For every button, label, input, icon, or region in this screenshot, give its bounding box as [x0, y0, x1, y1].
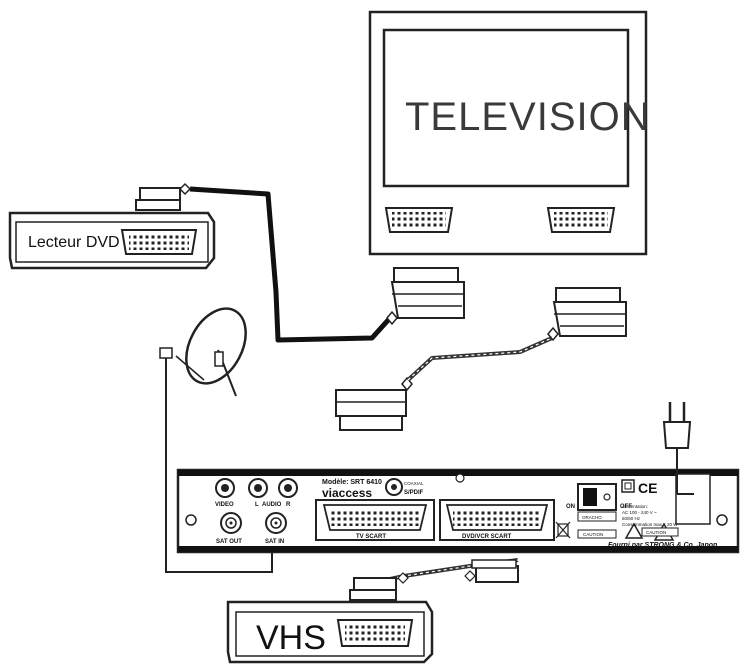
- audio-r-rca-jack: [278, 478, 298, 498]
- caution-label-2: CAUTION: [646, 530, 666, 535]
- dish-to-receiver-cable: [159, 347, 273, 573]
- television-label: TELEVISION: [405, 95, 651, 139]
- receiver-tv-scart-plug: [335, 376, 413, 431]
- brand-label: viaccess: [322, 486, 372, 500]
- vhs-recorder: VHS: [226, 600, 434, 664]
- tv-left-scart-plug: [386, 267, 465, 326]
- dvd-vcr-scart-socket: DVD/VCR SCART: [439, 499, 555, 541]
- tv-scart-socket-left: [384, 207, 454, 233]
- dvd-player-label: Lecteur DVD: [28, 234, 120, 251]
- sat-out-label: SAT OUT: [216, 539, 242, 545]
- model-label: Modèle: SRT 6410: [322, 479, 382, 486]
- coaxial-spdif-connector: [385, 478, 403, 496]
- coaxial-label: COAXIAL: [404, 481, 424, 486]
- video-rca-jack: [215, 478, 235, 498]
- power-plug-icon: [662, 402, 694, 495]
- satellite-dish-icon: [175, 307, 247, 397]
- receiver-to-tv-cable: [406, 336, 553, 382]
- sat-in-connector: [265, 512, 287, 534]
- switch-off-label: OFF: [620, 504, 632, 510]
- sat-out-connector: [220, 512, 242, 534]
- power-label-2: AC 100 - 240 V ~: [622, 510, 657, 515]
- audio-label: AUDIO: [262, 502, 282, 508]
- audio-r-label: R: [286, 502, 291, 508]
- tv-right-scart-plug: [547, 287, 627, 342]
- audio-l-label: L: [255, 502, 259, 508]
- receiver-rear-panel: VIDEO L AUDIO R SAT OUT SAT IN Modèle: S…: [176, 468, 740, 554]
- vhs-label: VHS: [256, 619, 326, 657]
- dvd-vcr-scart-label: DVD/VCR SCART: [462, 534, 512, 540]
- spdif-label: S/PDIF: [404, 490, 424, 496]
- television: TELEVISION: [368, 10, 651, 256]
- dvd-to-tv-cable: [189, 186, 392, 343]
- oracho-label: ORACHO: [582, 515, 602, 520]
- power-label-4: Consommation max. : 20 W: [622, 522, 678, 527]
- footer-label: Fourni par STRONG & Co, Japon: [608, 542, 717, 549]
- vhs-scart-socket: [336, 619, 414, 647]
- video-label: VIDEO: [215, 502, 234, 508]
- caution-label-1: CAUTION: [583, 532, 603, 537]
- dvd-scart-socket: [120, 229, 198, 255]
- dvd-scart-plug: [135, 182, 192, 211]
- power-label-1: Alimentation:: [622, 504, 648, 509]
- power-label-3: 50/60 Hz: [622, 516, 641, 521]
- tv-scart-socket-right: [546, 207, 616, 233]
- ce-mark: CE: [638, 480, 657, 496]
- weee-bin-icon: [555, 521, 571, 539]
- dvd-player: Lecteur DVD: [8, 182, 216, 270]
- tv-scart-socket: TV SCART: [315, 499, 435, 541]
- tv-scart-label: TV SCART: [356, 534, 386, 540]
- receiver-to-vhs-cable: [349, 558, 519, 601]
- power-switch: ON OFF: [566, 483, 632, 511]
- switch-on-label: ON: [566, 504, 575, 510]
- sat-in-label: SAT IN: [265, 539, 284, 545]
- audio-l-rca-jack: [248, 478, 268, 498]
